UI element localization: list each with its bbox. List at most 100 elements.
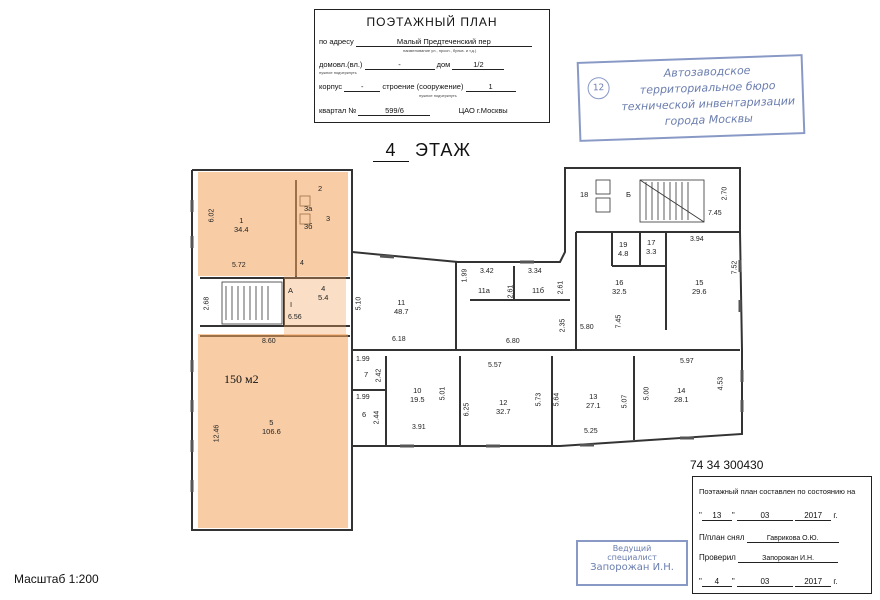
kvartal-value: 599/6 bbox=[358, 106, 431, 116]
floor-number: 4 bbox=[373, 140, 409, 162]
room-2-label: 2 bbox=[318, 184, 323, 193]
korpus-label: корпус bbox=[319, 82, 343, 91]
dim-label: 5.01 bbox=[439, 386, 447, 401]
dim-label: 5.57 bbox=[488, 362, 502, 369]
dim-label: 3.34 bbox=[528, 268, 542, 275]
dim-label: 2.61 bbox=[507, 284, 515, 299]
address-row: по адресу Малый Предтеченский пер bbox=[319, 37, 545, 47]
highlighted-area-label: 150 м2 bbox=[224, 372, 259, 386]
korpus-row: корпус - строение (сооружение) 1 bbox=[319, 82, 545, 92]
dim-label: 2.35 bbox=[559, 318, 567, 333]
address-value: Малый Предтеченский пер bbox=[355, 37, 532, 47]
date2-year: 2017 bbox=[795, 577, 832, 587]
dim-label: 2.61 bbox=[557, 280, 565, 295]
dom-label: дом bbox=[436, 60, 451, 69]
windows bbox=[190, 200, 744, 492]
dim-label: 7.45 bbox=[708, 210, 722, 217]
document-code: 74 34 300430 bbox=[690, 458, 764, 472]
stroenie-hint: нужное подчеркнуть bbox=[419, 93, 457, 98]
staircase-a bbox=[221, 281, 283, 325]
date2-month: 03 bbox=[736, 577, 793, 587]
date1-day: 13 bbox=[701, 511, 732, 521]
room-3b-label: 3б bbox=[304, 222, 313, 231]
address-label: по адресу bbox=[319, 37, 354, 46]
dim-label: 5.10 bbox=[355, 296, 363, 311]
room-i-label: I bbox=[290, 300, 293, 309]
dim-label: 5.80 bbox=[580, 324, 594, 331]
room-6-label: 6 bbox=[362, 410, 367, 419]
date-row-1: "13" 03 2017 г. bbox=[699, 511, 838, 521]
dim-label: 2.44 bbox=[373, 410, 381, 425]
date-title: Поэтажный план составлен по состоянию на bbox=[699, 487, 856, 496]
dim-label: 5.73 bbox=[535, 392, 543, 407]
checked-row: Проверил Запорожан И.Н. bbox=[699, 553, 867, 563]
dim-label: 7.52 bbox=[731, 260, 739, 275]
domovl-row: домовл.(вл.) - дом 1/2 bbox=[319, 60, 545, 70]
dim-label: 3.91 bbox=[412, 424, 426, 431]
specialist-stamp: Ведущий специалист Запорожан И.Н. bbox=[576, 540, 688, 586]
district-label: ЦАО г.Москвы bbox=[458, 106, 508, 115]
highlighted-area-lower bbox=[198, 334, 348, 528]
stamp2-line-3: Запорожан И.Н. bbox=[590, 562, 674, 573]
dim-label: 6.02 bbox=[208, 208, 216, 223]
dim-label: 1.99 bbox=[356, 356, 370, 363]
drawn-value: Гаврикова О.Ю. bbox=[746, 535, 839, 543]
room-3a-label: 3а bbox=[304, 204, 313, 213]
dim-label: 6.18 bbox=[392, 336, 406, 343]
dom-value: 1/2 bbox=[452, 60, 505, 70]
highlighted-area-upper bbox=[198, 172, 348, 276]
dim-label: 8.60 bbox=[262, 338, 276, 345]
dim-label: 3.42 bbox=[480, 268, 494, 275]
dim-label: 5.97 bbox=[680, 358, 694, 365]
dim-label: 5.00 bbox=[643, 386, 651, 401]
scale-label: Масштаб 1:200 bbox=[14, 572, 99, 586]
stroenie-label: строение (сооружение) bbox=[382, 82, 464, 91]
dim-label: 6.56 bbox=[288, 314, 302, 321]
dim-label: 4 bbox=[300, 260, 304, 267]
address-hint: наименование ул., просп., бульв. и т.д.) bbox=[403, 48, 477, 53]
signature-box: Поэтажный план составлен по состоянию на… bbox=[692, 476, 872, 594]
room-3-label: 3 bbox=[326, 214, 331, 223]
checked-value: Запорожан И.Н. bbox=[738, 555, 839, 563]
kvartal-row: квартал № 599/6 ЦАО г.Москвы bbox=[319, 106, 545, 116]
date2-day: 4 bbox=[701, 577, 732, 587]
drawn-label: П/план снял bbox=[699, 533, 745, 542]
room-11b-label: 11б bbox=[532, 286, 545, 295]
room-b-label: Б bbox=[626, 190, 631, 199]
room-11a-label: 11а bbox=[478, 286, 490, 295]
dim-label: 2.42 bbox=[375, 368, 383, 383]
highlighted-area-strip bbox=[284, 276, 346, 336]
plan-header-box: ПОЭТАЖНЫЙ ПЛАН по адресу Малый Предтечен… bbox=[314, 9, 550, 123]
room-18-label: 18 bbox=[580, 190, 589, 199]
room-7-label: 7 bbox=[364, 370, 369, 379]
plan-title: ПОЭТАЖНЫЙ ПЛАН bbox=[366, 15, 498, 29]
date2-g: г. bbox=[833, 577, 838, 586]
stroenie-value: 1 bbox=[465, 82, 516, 92]
stamp2-line-2: специалист bbox=[607, 553, 657, 562]
checked-label: Проверил bbox=[699, 553, 736, 562]
dim-label: 6.80 bbox=[506, 338, 520, 345]
dim-label: 2.70 bbox=[721, 186, 729, 201]
dim-label: 5.07 bbox=[621, 394, 629, 409]
dim-label: 6.25 bbox=[463, 402, 471, 417]
date1-g: г. bbox=[833, 511, 838, 520]
domovl-label: домовл.(вл.) bbox=[319, 60, 363, 69]
domovl-value: - bbox=[364, 60, 435, 70]
dim-label: 2.68 bbox=[203, 296, 211, 311]
dim-label: 5.64 bbox=[553, 392, 561, 407]
kvartal-label: квартал № bbox=[319, 106, 357, 115]
staircase-b bbox=[639, 179, 705, 223]
date1-year: 2017 bbox=[795, 511, 832, 521]
